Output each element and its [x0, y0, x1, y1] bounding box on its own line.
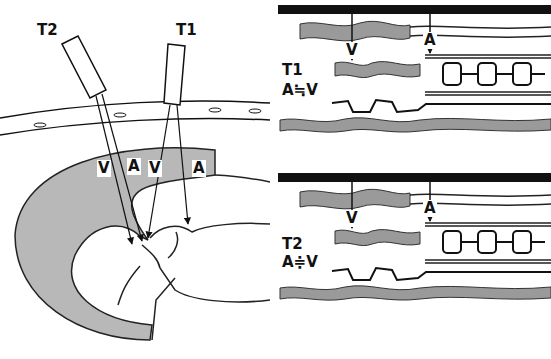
panel-label: T2: [281, 236, 304, 253]
panel-note: A≑V: [281, 254, 319, 271]
trace-label: V: [345, 42, 359, 59]
panel-label: T1: [281, 62, 304, 79]
beam-label: V: [148, 160, 162, 177]
panel-note: A≒V: [281, 82, 319, 99]
beam-label: A: [127, 158, 141, 175]
trace-label: V: [345, 210, 359, 227]
transducer-label: T2: [36, 22, 59, 39]
trace-label: A: [423, 200, 437, 217]
trace-label: A: [423, 32, 437, 49]
beam-label: V: [97, 160, 111, 177]
beam-label: A: [192, 160, 206, 177]
transducer-label: T1: [175, 22, 198, 39]
